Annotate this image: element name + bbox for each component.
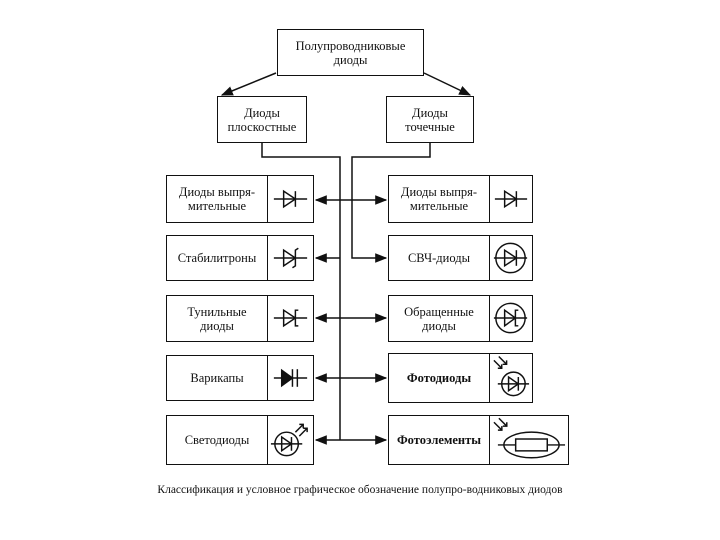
item-label: Фотодиоды	[406, 371, 472, 385]
left-item-led: Светодиоды	[166, 415, 314, 465]
item-label: Светодиоды	[184, 433, 250, 447]
branch-label-planar: Диоды плоскостные	[227, 105, 297, 134]
branch-box-point: Диоды точечные	[386, 96, 474, 143]
diode-icon	[268, 176, 313, 222]
item-label: Фотоэлементы	[396, 433, 482, 447]
right-item-microwave: СВЧ-диоды	[388, 235, 533, 281]
photodiode-icon	[490, 354, 532, 402]
zener-diode-icon	[268, 236, 313, 280]
left-item-varicap: Варикапы	[166, 355, 314, 401]
left-item-zener: Стабилитроны	[166, 235, 314, 281]
item-label: Тунильные диоды	[187, 304, 247, 333]
left-item-rectifier: Диоды выпря- мительные	[166, 175, 314, 223]
figure-caption: Классификация и условное графическое обо…	[157, 484, 563, 496]
root-box: Полупроводниковые диоды	[277, 29, 424, 76]
tunnel-diode-icon	[268, 296, 313, 341]
left-item-tunnel: Тунильные диоды	[166, 295, 314, 342]
right-item-rectifier: Диоды выпря- мительные	[388, 175, 533, 223]
photocell-icon	[490, 416, 568, 464]
item-label: Диоды выпря- мительные	[178, 185, 256, 213]
right-item-photocell: Фотоэлементы	[388, 415, 569, 465]
item-label: Диоды выпря- мительные	[400, 185, 478, 213]
varicap-icon	[268, 356, 313, 400]
item-label: Стабилитроны	[177, 251, 257, 265]
item-label: Варикапы	[190, 371, 244, 385]
led-icon	[268, 416, 313, 464]
right-item-backward: Обращенные диоды	[388, 295, 533, 342]
backward-diode-icon	[490, 296, 532, 341]
branch-label-point: Диоды точечные	[405, 105, 455, 134]
microwave-diode-icon	[490, 236, 532, 280]
right-item-photodiode: Фотодиоды	[388, 353, 533, 403]
branch-box-planar: Диоды плоскостные	[217, 96, 307, 143]
item-label: СВЧ-диоды	[407, 251, 471, 265]
item-label: Обращенные диоды	[404, 304, 474, 333]
diode-icon	[490, 176, 532, 222]
root-label: Полупроводниковые диоды	[295, 38, 406, 67]
